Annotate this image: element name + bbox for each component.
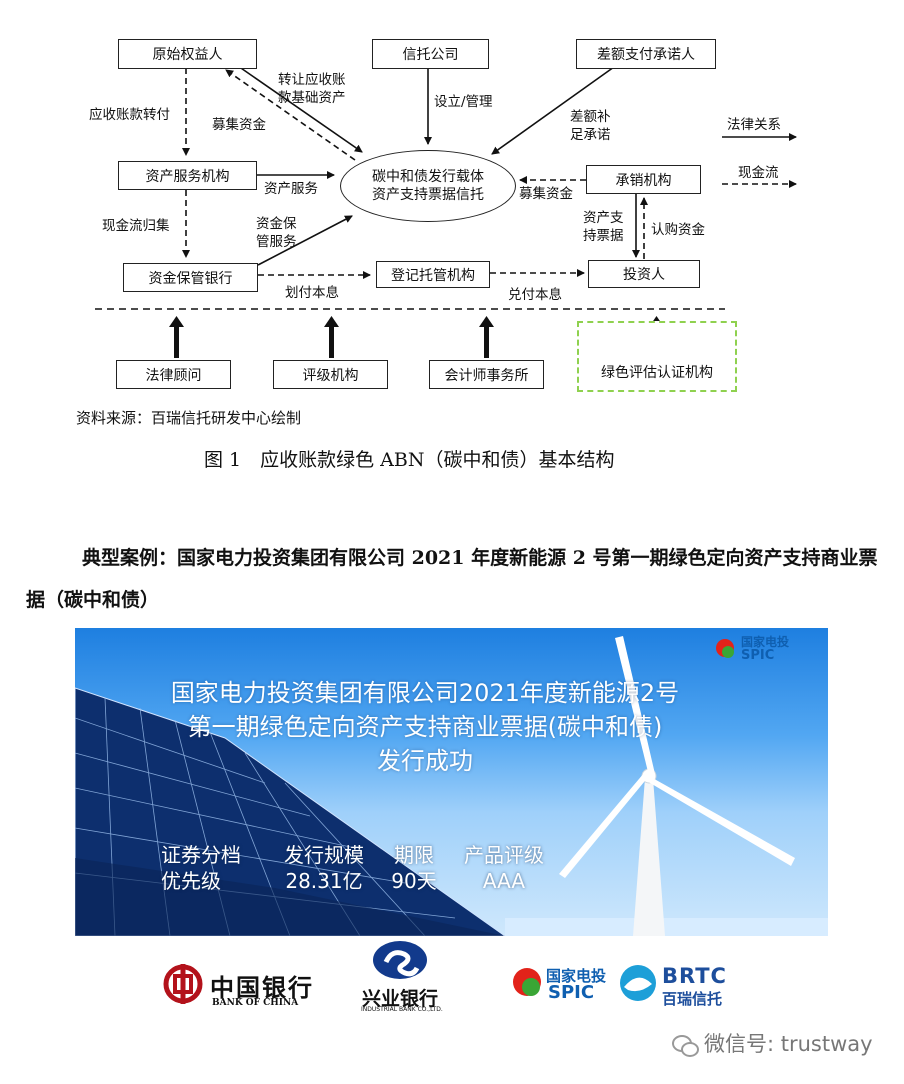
- label-transfer-receivables-2: 款基础资产: [278, 89, 346, 107]
- banner-title-line-1: 国家电力投资集团有限公司2021年度新能源2号: [75, 676, 775, 710]
- center-line-1: 碳中和债发行载体: [372, 168, 484, 186]
- label-transfer-receivables-1: 转让应收账: [278, 71, 346, 89]
- metric-header-rating: 产品评级: [449, 842, 559, 868]
- box-investor: 投资人: [588, 260, 700, 288]
- box-shortfall-provider: 差额支付承诺人: [576, 39, 716, 69]
- cib-logo-icon: [373, 941, 427, 979]
- spic-banner-logo-icon: [716, 639, 734, 658]
- boc-logo-icon: [166, 964, 200, 1004]
- metric-header-size: 发行规模: [269, 842, 379, 868]
- banner-metrics: 证券分档 发行规模 期限 产品评级 优先级 28.31亿 90天 AAA: [161, 842, 559, 894]
- legend-cash-label: 现金流: [738, 164, 779, 182]
- metric-value-rating: AAA: [449, 868, 559, 894]
- label-asset-service: 资产服务: [264, 180, 318, 198]
- issuance-banner: 国家电投 SPIC 国家电力投资集团有限公司2021年度新能源2号 第一期绿色定…: [75, 628, 828, 936]
- label-fund-custody-1: 资金保: [256, 215, 297, 233]
- label-shortfall-2: 足承诺: [570, 126, 611, 144]
- wechat-icon: [672, 1035, 698, 1055]
- box-underwriter: 承销机构: [586, 165, 701, 194]
- wechat-id: 微信号: trustway: [704, 1032, 873, 1056]
- brtc-name-en: BRTC: [662, 964, 727, 988]
- label-raise-funds-1: 募集资金: [212, 116, 266, 134]
- spic-name-en: SPIC: [548, 982, 594, 1003]
- metrics-value-row: 优先级 28.31亿 90天 AAA: [161, 868, 559, 894]
- source-note: 资料来源：百瑞信托研发中心绘制: [76, 407, 301, 428]
- box-accounting-firm: 会计师事务所: [429, 360, 544, 389]
- center-line-2: 资产支持票据信托: [372, 186, 484, 204]
- box-green-certifier: 绿色评估认证机构: [577, 321, 737, 392]
- box-rating-agency: 评级机构: [273, 360, 388, 389]
- spic-logo-icon: [513, 968, 541, 996]
- box-original-owner: 原始权益人: [118, 39, 257, 69]
- cib-name-en: INDUSTRIAL BANK CO.,LTD.: [361, 1006, 443, 1013]
- metrics-header-row: 证券分档 发行规模 期限 产品评级: [161, 842, 559, 868]
- label-raise-funds-2: 募集资金: [519, 185, 573, 203]
- label-receivable-transfer: 应收账款转付: [89, 106, 170, 124]
- metric-value-tranche: 优先级: [161, 868, 269, 894]
- box-trust-company: 信托公司: [372, 39, 489, 69]
- label-cash-collect: 现金流归集: [102, 217, 170, 235]
- label-pay-principal: 兑付本息: [508, 286, 562, 304]
- legend-legal-label: 法律关系: [727, 116, 781, 134]
- label-fund-custody-2: 管服务: [256, 233, 297, 251]
- box-registry: 登记托管机构: [376, 261, 490, 288]
- label-abn-1: 资产支: [583, 209, 624, 227]
- spic-banner-logo: 国家电投 SPIC: [741, 636, 789, 662]
- metric-header-term: 期限: [379, 842, 449, 868]
- case-title: 典型案例：国家电力投资集团有限公司 2021 年度新能源 2 号第一期绿色定向资…: [26, 537, 878, 621]
- center-issuing-vehicle: 碳中和债发行载体 资产支持票据信托: [340, 150, 516, 222]
- metric-header-tranche: 证券分档: [161, 842, 269, 868]
- partner-logos: 中国银行 BANK OF CHINA 兴业银行 INDUSTRIAL BANK …: [0, 940, 904, 1020]
- banner-title-line-2: 第一期绿色定向资产支持商业票据(碳中和债): [75, 710, 775, 744]
- brtc-name-cn: 百瑞信托: [662, 988, 722, 1009]
- metric-value-term: 90天: [379, 868, 449, 894]
- banner-title: 国家电力投资集团有限公司2021年度新能源2号 第一期绿色定向资产支持商业票据(…: [75, 676, 775, 778]
- spic-banner-logo-en: SPIC: [741, 649, 789, 662]
- box-custodian-bank: 资金保管银行: [123, 263, 258, 292]
- label-subscription: 认购资金: [651, 221, 705, 239]
- brtc-logo-icon: [620, 965, 656, 1001]
- label-transfer-principal: 划付本息: [285, 284, 339, 302]
- label-abn-2: 持票据: [583, 227, 624, 245]
- box-asset-servicer: 资产服务机构: [118, 161, 257, 190]
- wechat-watermark: 微信号: trustway: [672, 1028, 873, 1058]
- box-legal-advisor: 法律顾问: [116, 360, 231, 389]
- banner-title-line-3: 发行成功: [75, 744, 775, 778]
- abn-structure-diagram: 原始权益人 信托公司 差额支付承诺人 资产服务机构 承销机构 资金保管银行 登记…: [0, 0, 904, 400]
- metric-value-size: 28.31亿: [269, 868, 379, 894]
- boc-name-en: BANK OF CHINA: [212, 998, 298, 1008]
- partner-logo-marks: [0, 940, 904, 1020]
- label-setup-manage: 设立/管理: [434, 93, 493, 111]
- figure-caption: 图 1 应收账款绿色 ABN（碳中和债）基本结构: [204, 445, 614, 472]
- label-shortfall-1: 差额补: [570, 108, 611, 126]
